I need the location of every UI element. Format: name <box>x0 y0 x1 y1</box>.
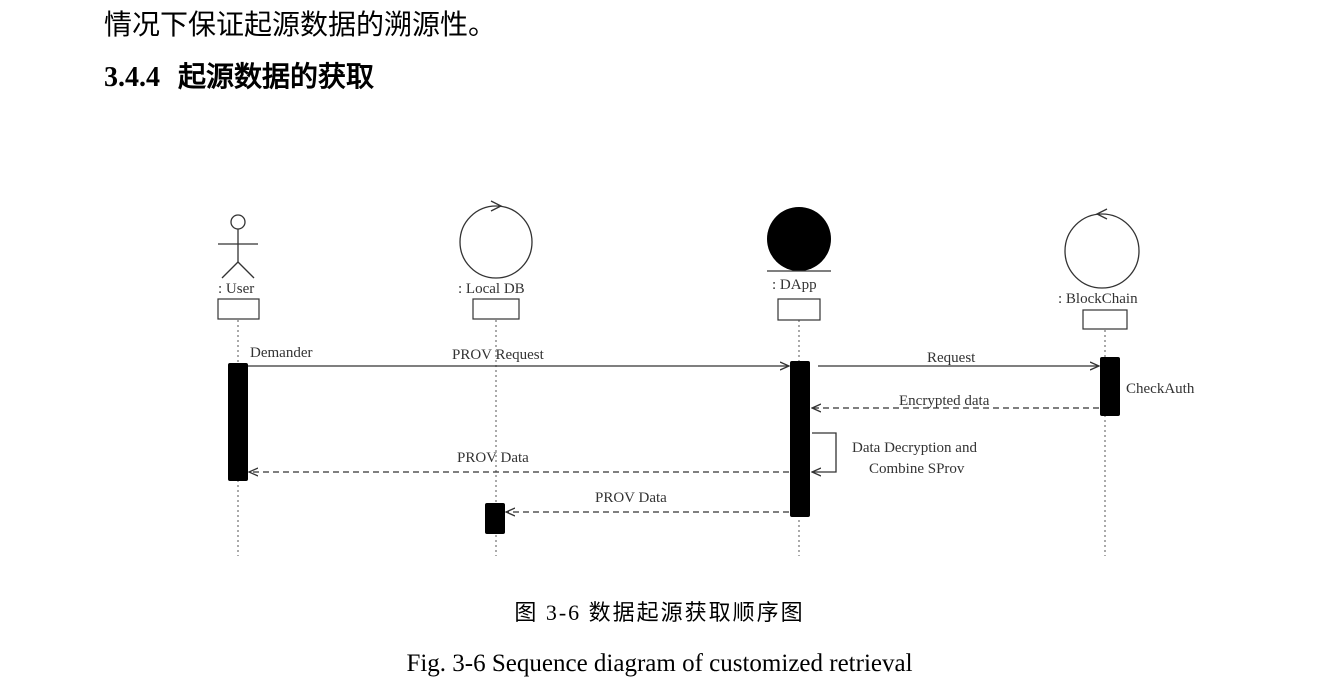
request-label: Request <box>927 350 976 366</box>
local-db-lifeline-box <box>472 298 520 320</box>
user-activation-bar <box>228 363 248 481</box>
blockchain-activation-bar <box>1100 357 1120 416</box>
local-db-participant-label: : Local DB <box>458 281 525 297</box>
intro-text: 情况下保证起源数据的溯源性。 <box>104 10 497 41</box>
decryption-label-line1: Data Decryption and <box>852 440 977 456</box>
dapp-participant-label: : DApp <box>772 277 817 293</box>
section-heading: 3.4.4 起源数据的获取 <box>104 60 374 96</box>
blockchain-control-icon <box>1064 208 1140 289</box>
prov-data-to-user-label: PROV Data <box>457 450 529 466</box>
check-auth-label: CheckAuth <box>1126 381 1195 397</box>
sequence-diagram: : User : Local DB : DApp : BlockChain De… <box>217 200 1195 556</box>
dapp-lifeline-box <box>777 298 821 321</box>
local-db-control-icon <box>459 200 533 279</box>
figure-caption-en: Fig. 3-6 Sequence diagram of customized … <box>406 650 913 677</box>
dapp-entity-icon <box>767 207 831 272</box>
local-db-activation-bar <box>485 503 505 534</box>
encrypted-data-label: Encrypted data <box>899 393 990 409</box>
blockchain-lifeline-box <box>1082 309 1128 330</box>
section-number: 3.4.4 <box>104 62 160 93</box>
decryption-label-line2: Combine SProv <box>869 461 965 477</box>
dapp-activation-bar <box>790 361 810 517</box>
blockchain-participant-label: : BlockChain <box>1058 291 1138 307</box>
user-participant-label: : User <box>218 281 254 297</box>
section-title: 起源数据的获取 <box>178 62 375 93</box>
prov-data-to-db-label: PROV Data <box>595 490 667 506</box>
prov-request-label: PROV Request <box>452 347 545 363</box>
self-call-arrow <box>812 432 837 472</box>
user-lifeline-box <box>217 298 260 320</box>
demander-label: Demander <box>250 345 312 361</box>
user-actor-icon <box>218 214 258 279</box>
figure-caption-cn: 图 3-6 数据起源获取顺序图 <box>514 600 805 625</box>
